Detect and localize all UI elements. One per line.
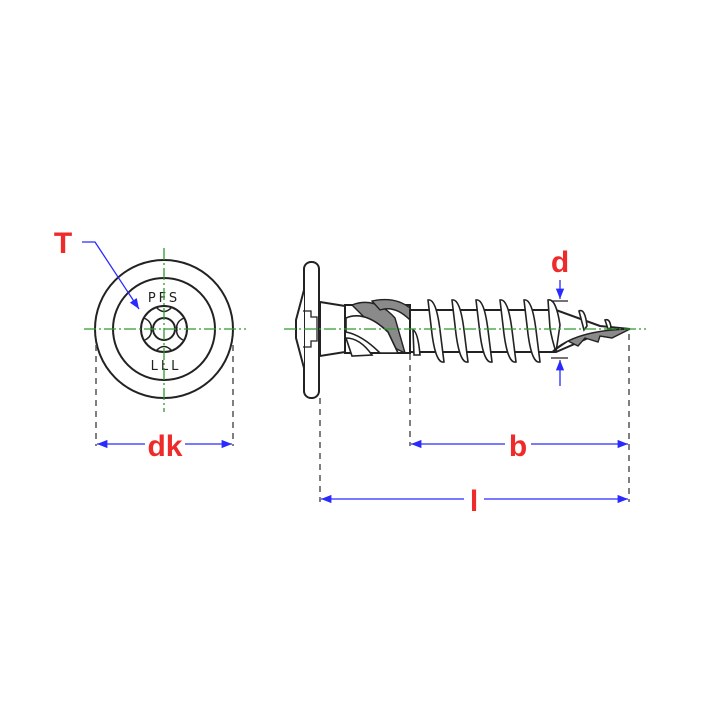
engraving-top: PFS xyxy=(148,291,180,306)
label-d: d xyxy=(551,246,569,279)
label-l: l xyxy=(470,485,478,518)
engraving-bottom: LLL xyxy=(151,359,182,374)
screw-side-view xyxy=(284,261,646,399)
head-top-view: PFS LLL xyxy=(84,248,246,412)
label-T: T xyxy=(54,227,72,260)
label-b: b xyxy=(509,430,527,463)
label-dk: dk xyxy=(147,430,182,463)
drill-tip xyxy=(551,328,631,353)
leader-T xyxy=(82,241,140,310)
